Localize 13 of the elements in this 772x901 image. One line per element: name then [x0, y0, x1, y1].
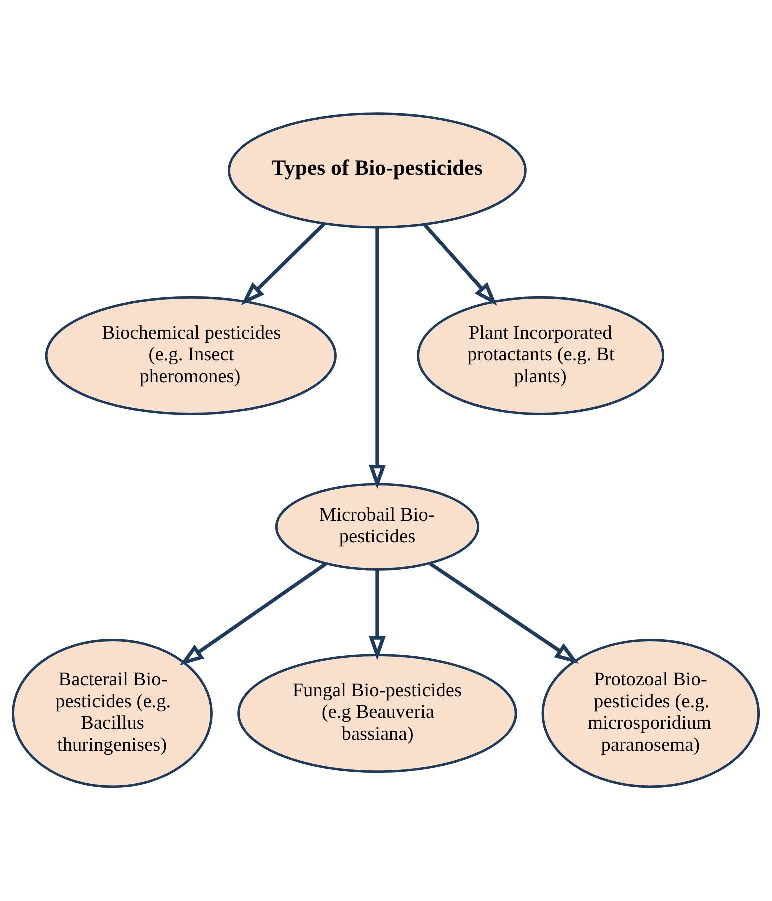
arrow — [369, 228, 386, 490]
node-ellipse: Plant Incorporated protactants (e.g. Bt plants) — [417, 296, 664, 416]
node-ellipse: Bacterail Bio-pesticides (e.g. Bacillus thuringenises) — [12, 639, 213, 788]
arrow — [423, 224, 498, 306]
node-ellipse: Types of Bio-pesticides — [228, 112, 527, 229]
arrow — [429, 562, 580, 664]
node-ellipse: Fungal Bio-pesticides (e.g Beauveria bassiana) — [238, 654, 518, 774]
arrow — [180, 562, 328, 666]
arrow — [241, 223, 326, 306]
node-ellipse: Biochemical pesticides (e.g. Insect pheromones) — [45, 296, 337, 416]
node-ellipse: Microbail Bio-pesticides — [275, 483, 480, 571]
arrow — [369, 570, 386, 661]
node-ellipse: Protozoal Bio-pesticides (e.g. microsporidium paranosema) — [542, 639, 760, 788]
